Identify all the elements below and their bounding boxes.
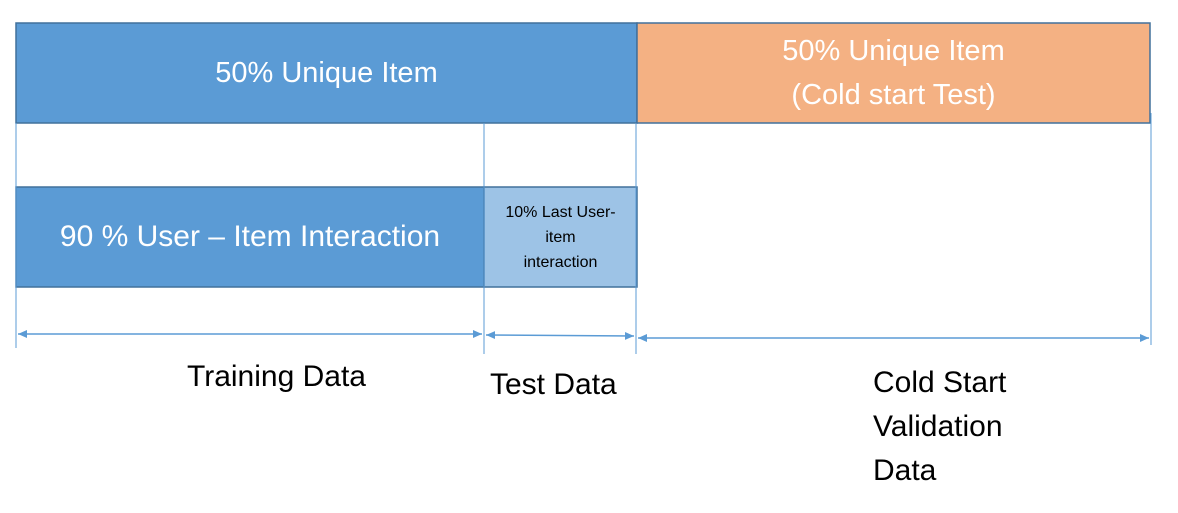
last-interaction-box [483,186,638,288]
unique-item-text: 50% Unique Item [215,56,438,89]
last-interaction-text: 10% Last User- item interaction [505,203,616,271]
cold-start-validation-label: Cold Start Validation Data [873,366,1007,487]
user-item-interaction-box [15,186,485,288]
test-data-label: Test Data [490,368,617,401]
cold-start-item-box [636,22,1151,124]
training-data-label: Training Data [187,360,366,393]
unique-item-box [15,22,638,124]
user-item-interaction-text: 90 % User – Item Interaction [59,220,441,253]
test-span-arrow [485,331,635,340]
cold-start-item-text: 50% Unique Item (Cold start Test) [782,35,1005,111]
